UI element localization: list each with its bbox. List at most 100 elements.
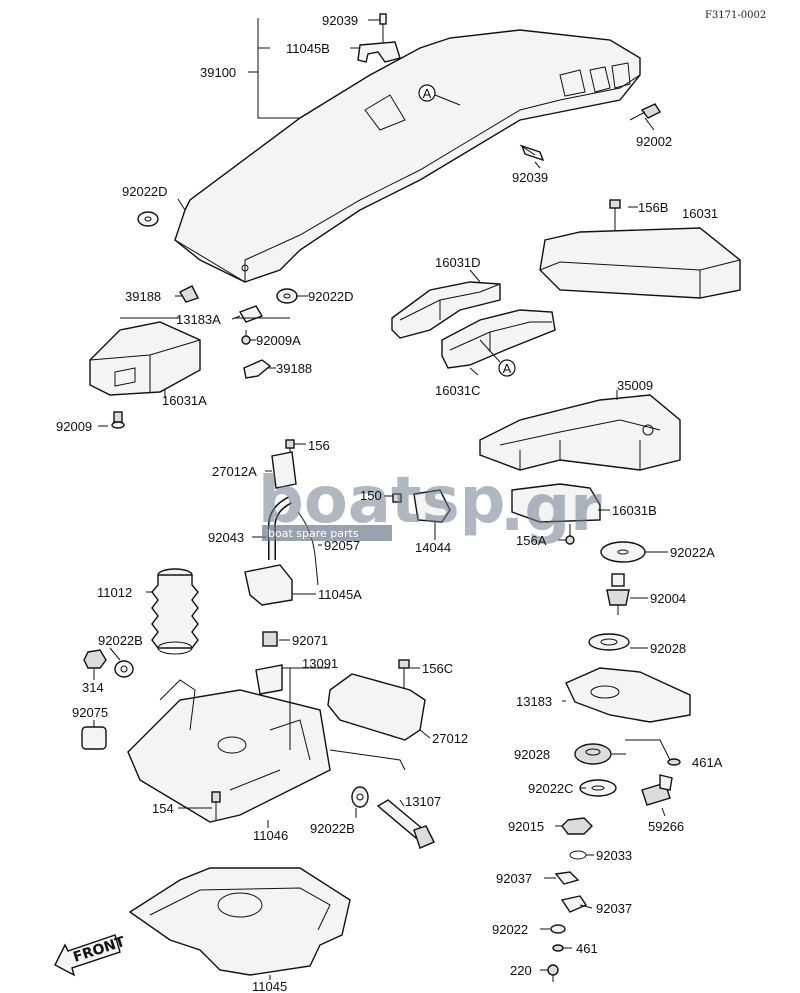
label-27012A: 27012A	[212, 464, 257, 479]
part-156B-bolt	[609, 199, 621, 230]
part-461A-clip	[667, 758, 681, 766]
label-35009: 35009	[617, 378, 653, 393]
part-27012-handle	[327, 673, 426, 741]
part-92037-clip-right	[560, 895, 588, 913]
part-35009-bracket	[479, 394, 681, 471]
part-13107-bolt	[376, 799, 435, 849]
label-92022A: 92022A	[670, 545, 715, 560]
part-39188-spacer-left	[179, 285, 199, 303]
part-11046-base	[127, 679, 331, 823]
watermark-subtitle: boat spare parts	[268, 527, 359, 540]
label-11045: 11045	[252, 979, 287, 993]
part-92002-bolt	[629, 103, 662, 121]
label-156: 156	[308, 438, 330, 453]
label-92043: 92043	[208, 530, 244, 545]
part-13091-clip	[255, 664, 283, 695]
part-154-bolt	[211, 791, 221, 820]
part-156C-bolt	[398, 659, 410, 690]
part-92037-clip-left	[554, 871, 580, 885]
watermark-logo: boatsp .gr boat spare parts	[258, 464, 602, 546]
label-92039-top: 92039	[322, 13, 358, 28]
label-156B: 156B	[638, 200, 668, 215]
label-39100: 39100	[200, 65, 236, 80]
label-16031A: 16031A	[162, 393, 207, 408]
label-16031: 16031	[682, 206, 718, 221]
part-11045A-bracket	[244, 564, 293, 606]
part-14044-latch	[413, 489, 451, 523]
part-92009-bolt	[111, 411, 125, 429]
label-154: 154	[152, 801, 174, 816]
label-220: 220	[510, 963, 532, 978]
label-11045B: 11045B	[286, 41, 330, 56]
part-39188-spacer-mid	[243, 359, 272, 379]
part-314-nut	[83, 649, 107, 669]
leader-lines	[93, 18, 671, 980]
label-92009: 92009	[56, 419, 92, 434]
label-13183A: 13183A	[176, 312, 221, 327]
label-39188-left: 39188	[125, 289, 161, 304]
label-156C: 156C	[422, 661, 453, 676]
part-92022D-washer-mid	[276, 288, 298, 304]
part-92022B-washer-left	[114, 660, 134, 678]
part-39100-cover	[174, 29, 641, 283]
part-92009A-bolt	[241, 330, 251, 345]
label-16031B: 16031B	[612, 503, 657, 518]
part-16031-cushion	[539, 227, 741, 299]
part-59266-fitting	[641, 774, 673, 806]
part-92075-damper	[81, 726, 107, 750]
label-13107: 13107	[405, 794, 441, 809]
part-11045B-clamp	[357, 41, 401, 63]
part-16031C-cushion	[441, 309, 556, 369]
part-220-screw	[547, 964, 559, 982]
watermark-suffix: .gr	[500, 472, 602, 546]
label-14044: 14044	[415, 540, 451, 555]
part-92004-stud	[606, 573, 630, 615]
label-92015: 92015	[508, 819, 544, 834]
label-92022D-mid: 92022D	[308, 289, 354, 304]
label-16031D: 16031D	[435, 255, 481, 270]
part-27012A-bracket	[271, 451, 297, 489]
label-11045A: 11045A	[318, 587, 362, 602]
label-92075: 92075	[72, 705, 108, 720]
part-92022D-washer-left	[137, 211, 159, 227]
front-arrow: FRONT	[54, 934, 128, 977]
label-16031C: 16031C	[435, 383, 481, 398]
callout-a-lower: A	[479, 339, 516, 377]
label-39188-mid: 39188	[276, 361, 312, 376]
label-92033: 92033	[596, 848, 632, 863]
label-92028-top: 92028	[650, 641, 686, 656]
label-13183: 13183	[516, 694, 552, 709]
label-59266: 59266	[648, 819, 684, 834]
label-92039-mid: 92039	[512, 170, 548, 185]
label-314: 314	[82, 680, 104, 695]
part-92028-seal-top	[588, 633, 630, 651]
part-92033-ring	[569, 850, 587, 860]
callout-a-upper: A	[418, 84, 461, 106]
label-92022: 92022	[492, 922, 528, 937]
label-27012: 27012	[432, 731, 468, 746]
label-156A: 156A	[516, 533, 547, 548]
part-11045-plate	[128, 867, 351, 976]
part-13183A-plate	[238, 305, 264, 323]
part-11012-boot	[151, 568, 199, 655]
part-92071-grommet	[262, 631, 278, 647]
label-92028-mid: 92028	[514, 747, 550, 762]
label-92022D-left: 92022D	[122, 184, 168, 199]
part-16031D-cushion	[391, 281, 501, 339]
part-16031A-block	[89, 321, 201, 396]
label-92002: 92002	[636, 134, 672, 149]
front-arrow-label: FRONT	[71, 934, 127, 966]
part-16031B-block	[511, 483, 601, 523]
label-150: 150	[360, 488, 382, 503]
label-92009A: 92009A	[256, 333, 301, 348]
label-92022B-mid: 92022B	[310, 821, 355, 836]
label-461: 461	[576, 941, 598, 956]
part-13183-plate	[565, 667, 691, 723]
label-11046: 11046	[253, 828, 288, 843]
figure-reference: F3171-0002	[705, 10, 766, 21]
part-92022-washer	[550, 924, 566, 934]
label-461A: 461A	[692, 755, 723, 770]
label-92037-right: 92037	[596, 901, 632, 916]
part-92015-nut	[561, 817, 593, 835]
